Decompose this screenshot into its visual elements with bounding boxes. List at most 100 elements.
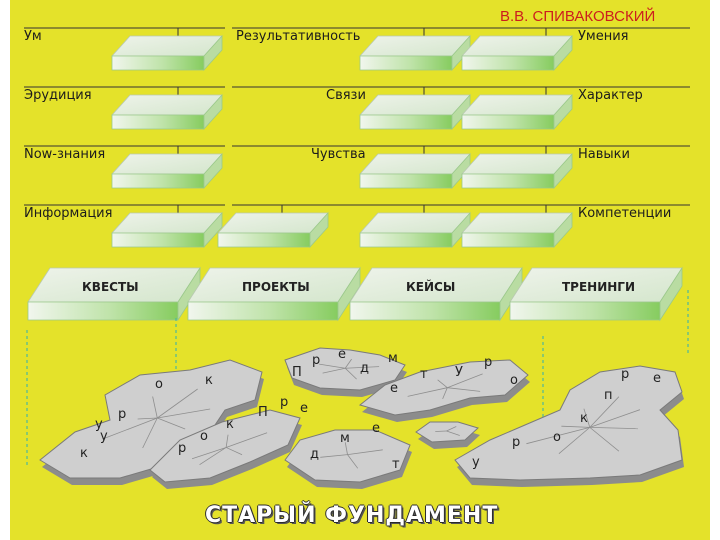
ruin-letter: т: [392, 457, 400, 472]
author-name: В.В. СПИВАКОВСКИЙ: [500, 8, 656, 25]
ruin-rock-5-top: [284, 429, 411, 483]
skill-slab-4-1-front: [111, 232, 205, 248]
ruin-letter: у: [95, 417, 103, 432]
crack: [191, 447, 227, 460]
crack: [589, 409, 641, 428]
skill-slab-4-2: [217, 211, 329, 249]
ruin-letter: т: [420, 367, 428, 382]
ruin-rock-3-top: [284, 347, 406, 391]
skill-slab-2-1: [111, 93, 223, 131]
row-1-left-label: Ум: [24, 29, 42, 44]
ruin-letter: о: [510, 373, 518, 388]
skill-slab-3-1-front: [111, 173, 205, 189]
crack: [344, 367, 357, 380]
skill-slab-1-2-front: [359, 55, 453, 71]
crack: [446, 426, 457, 432]
ruin-letter: П: [292, 365, 302, 380]
base-slab-side: [659, 266, 683, 322]
crack: [561, 425, 590, 428]
ruin-letter: е: [372, 421, 380, 436]
skill-slab-3-1-top: [111, 153, 223, 175]
row-3-left-label: Now-знания: [24, 147, 106, 162]
base-slab-2: [187, 266, 361, 322]
row-4-left-label: Информация: [24, 206, 113, 221]
skill-slab-4-3: [359, 211, 471, 249]
crack: [589, 396, 620, 428]
skill-slab-4-1-top: [111, 212, 223, 234]
skill-slab-1-3-front: [461, 55, 555, 71]
crack: [447, 387, 481, 392]
skill-slab-3-3-top: [461, 153, 573, 175]
skill-slab-2-1-top: [111, 94, 223, 116]
ruin-rock-5: [284, 429, 412, 489]
skill-slab-3-2-top: [359, 153, 471, 175]
ruin-letter: у: [472, 455, 480, 470]
ruin-letter: к: [205, 373, 213, 388]
skill-slab-1-1-side: [203, 34, 223, 72]
skill-slab-4-4-front: [461, 232, 555, 248]
crack: [157, 417, 186, 430]
crack: [157, 408, 211, 419]
ruin-rock-1: [39, 359, 264, 485]
skill-slab-4-3-top: [359, 212, 471, 234]
skill-slab-2-1-front: [111, 114, 205, 130]
skill-slab-2-2-top: [359, 94, 471, 116]
ruin-letter: к: [80, 446, 88, 461]
skill-slab-4-2-front: [217, 232, 311, 248]
ruin-letter: к: [226, 417, 234, 432]
crack: [583, 408, 591, 428]
crack: [344, 442, 348, 455]
base-label-quests: КВЕСТЫ: [82, 280, 139, 294]
ruin-letter: П: [258, 405, 268, 420]
row-2-right-label: Характер: [578, 88, 643, 103]
ruin-rock-6-top: [415, 421, 479, 443]
crack: [142, 417, 158, 449]
base-label-trainings: ТРЕНИНГИ: [562, 280, 635, 294]
ruin-letter: е: [338, 347, 346, 362]
skill-slab-1-3: [461, 34, 573, 72]
skill-slab-2-3-front: [461, 114, 555, 130]
ruin-letter: р: [178, 441, 186, 456]
ruin-letter: У: [455, 365, 463, 380]
ruin-rock-2-top: [149, 409, 301, 483]
skill-slab-3-3: [461, 152, 573, 190]
skill-slab-1-1-front: [111, 55, 205, 71]
skill-slab-4-4-side: [553, 211, 573, 249]
crack: [225, 447, 243, 456]
row-1-center-label: Результативность: [236, 29, 361, 44]
crack: [225, 432, 268, 448]
row-1-right-label: Умения: [578, 29, 629, 44]
skill-slab-4-2-side: [309, 211, 329, 249]
skill-slab-3-2: [359, 152, 471, 190]
crack: [344, 358, 352, 369]
crack: [102, 417, 158, 440]
ruin-letter: р: [118, 407, 126, 422]
ruin-letter: р: [280, 395, 288, 410]
skill-slab-2-2: [359, 93, 471, 131]
base-slab-front: [27, 301, 179, 321]
skill-slab-2-3: [461, 93, 573, 131]
skill-slab-2-2-front: [359, 114, 453, 130]
ruin-letter: р: [484, 355, 492, 370]
slabs: [27, 34, 683, 322]
ruin-letter: о: [553, 430, 561, 445]
skill-slab-3-3-side: [553, 152, 573, 190]
skill-slab-4-1-side: [203, 211, 223, 249]
skill-slab-1-3-top: [461, 35, 573, 57]
ruin-letter: у: [100, 429, 108, 444]
crack: [320, 454, 348, 458]
crack: [152, 396, 158, 419]
crack: [446, 430, 460, 436]
skill-slab-1-1: [111, 34, 223, 72]
ruin-letter: п: [604, 388, 613, 403]
ruin-letter: к: [580, 411, 588, 426]
ruin-letter: д: [360, 361, 369, 376]
crack: [322, 367, 346, 374]
crack: [157, 388, 198, 419]
skill-slab-2-1-side: [203, 93, 223, 131]
crack: [407, 387, 448, 397]
skill-slab-1-2-top: [359, 35, 471, 57]
crack: [442, 387, 448, 400]
